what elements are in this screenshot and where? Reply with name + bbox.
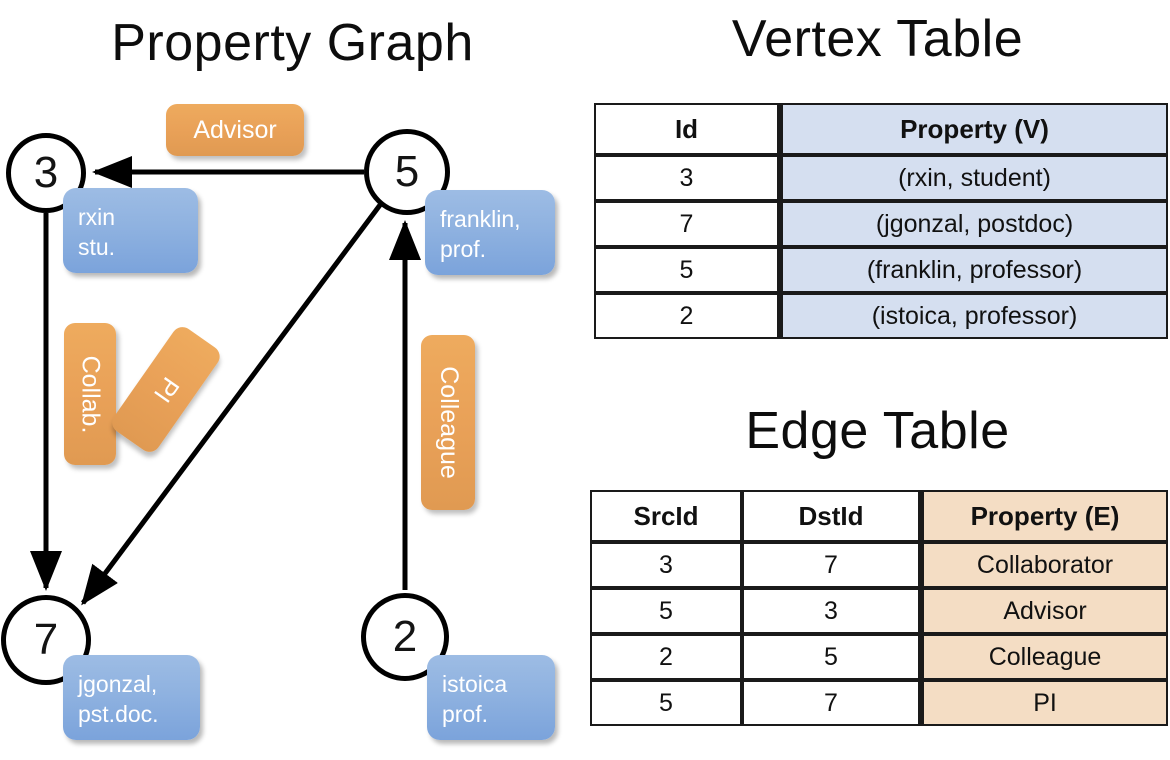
vertex-table-cell-id: 7 bbox=[594, 201, 779, 247]
vertex-table-header-property: Property (V) bbox=[779, 103, 1168, 155]
graph-edge-label-colleague: Colleague bbox=[421, 335, 475, 510]
edge-table-cell-dst: 7 bbox=[742, 542, 920, 588]
table-row: 5 3 Advisor bbox=[590, 588, 1168, 634]
vertex-property-line-1: istoica bbox=[442, 671, 508, 697]
page-title-property-graph: Property Graph bbox=[111, 14, 474, 72]
vertex-table: Id Property (V) 3 (rxin, student) 7 (jgo… bbox=[594, 103, 1168, 339]
graph-edge-label-collab: Collab. bbox=[64, 323, 116, 465]
table-row: 3 (rxin, student) bbox=[594, 155, 1168, 201]
vertex-property-callout-2: istoica prof. bbox=[427, 655, 555, 740]
edge-table-cell-src: 2 bbox=[590, 634, 742, 680]
vertex-property-callout-5: franklin, prof. bbox=[425, 190, 555, 275]
vertex-table-cell-property: (jgonzal, postdoc) bbox=[779, 201, 1168, 247]
table-row: 5 (franklin, professor) bbox=[594, 247, 1168, 293]
vertex-property-line-2: prof. bbox=[440, 236, 487, 262]
edge-table-header-srcid: SrcId bbox=[590, 490, 742, 542]
edge-table-header-row: SrcId DstId Property (E) bbox=[590, 490, 1168, 542]
edge-table-cell-src: 5 bbox=[590, 588, 742, 634]
vertex-property-line-1: franklin, bbox=[440, 206, 521, 232]
vertex-table-cell-property: (franklin, professor) bbox=[779, 247, 1168, 293]
graph-edge-5-to-7 bbox=[80, 203, 383, 606]
edge-table-cell-src: 3 bbox=[590, 542, 742, 588]
edge-label-text: Collab. bbox=[76, 355, 105, 433]
edge-label-text: PI bbox=[148, 372, 185, 408]
edge-table-cell-src: 5 bbox=[590, 680, 742, 726]
graph-vertex-5[interactable]: 5 bbox=[364, 129, 450, 215]
table-row: 7 (jgonzal, postdoc) bbox=[594, 201, 1168, 247]
edge-table-cell-property: Collaborator bbox=[920, 542, 1168, 588]
edge-label-text: Colleague bbox=[434, 366, 463, 479]
graph-edges-svg bbox=[30, 156, 421, 606]
edge-table-header-property: Property (E) bbox=[920, 490, 1168, 542]
vertex-table-cell-id: 2 bbox=[594, 293, 779, 339]
vertex-table-header-row: Id Property (V) bbox=[594, 103, 1168, 155]
edge-table-cell-property: Colleague bbox=[920, 634, 1168, 680]
vertex-property-callout-7: jgonzal, pst.doc. bbox=[63, 655, 200, 740]
table-row: 2 5 Colleague bbox=[590, 634, 1168, 680]
edge-table-cell-property: PI bbox=[920, 680, 1168, 726]
page-title-edge-table: Edge Table bbox=[745, 402, 1010, 460]
vertex-property-line-2: pst.doc. bbox=[78, 701, 159, 727]
table-row: 3 7 Collaborator bbox=[590, 542, 1168, 588]
edge-table: SrcId DstId Property (E) 3 7 Collaborato… bbox=[590, 490, 1168, 726]
edge-label-text: Advisor bbox=[193, 115, 277, 144]
edge-table-header-dstid: DstId bbox=[742, 490, 920, 542]
vertex-property-line-2: stu. bbox=[78, 234, 116, 260]
page-title-vertex-table: Vertex Table bbox=[731, 10, 1024, 68]
edge-table-cell-dst: 3 bbox=[742, 588, 920, 634]
vertex-table-cell-property: (rxin, student) bbox=[779, 155, 1168, 201]
vertex-table-cell-property: (istoica, professor) bbox=[779, 293, 1168, 339]
vertex-property-callout-3: rxin stu. bbox=[63, 188, 198, 273]
vertex-property-line-1: rxin bbox=[78, 204, 116, 230]
vertex-property-line-1: jgonzal, bbox=[78, 671, 158, 697]
vertex-table-header-id: Id bbox=[594, 103, 779, 155]
table-row: 2 (istoica, professor) bbox=[594, 293, 1168, 339]
vertex-table-cell-id: 5 bbox=[594, 247, 779, 293]
table-row: 5 7 PI bbox=[590, 680, 1168, 726]
edge-table-cell-dst: 7 bbox=[742, 680, 920, 726]
vertex-property-line-2: prof. bbox=[442, 701, 489, 727]
edge-table-cell-dst: 5 bbox=[742, 634, 920, 680]
edge-table-cell-property: Advisor bbox=[920, 588, 1168, 634]
graph-edge-label-advisor: Advisor bbox=[166, 104, 304, 156]
graph-vertex-2[interactable]: 2 bbox=[361, 593, 449, 681]
vertex-table-cell-id: 3 bbox=[594, 155, 779, 201]
